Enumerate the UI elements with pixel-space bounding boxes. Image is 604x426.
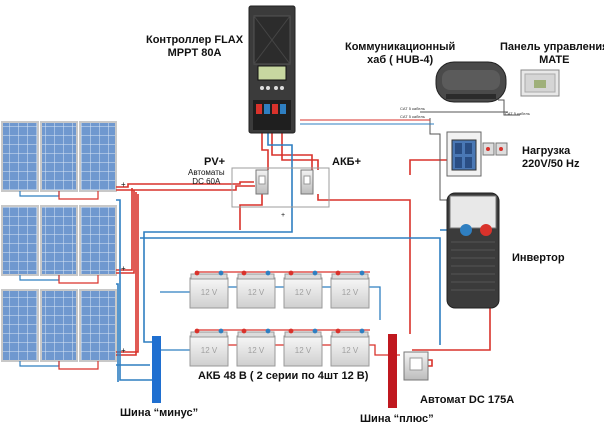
battery-breaker [403, 351, 429, 381]
battery-voltage-label: 12 V [295, 288, 312, 297]
plus-sign: + [121, 346, 126, 355]
battery: 12 V [189, 270, 229, 309]
battery-voltage-label: 12 V [201, 346, 218, 355]
battery: 12 V [236, 270, 276, 309]
solar-panel [40, 289, 78, 362]
solar-panel [40, 205, 78, 276]
pv-wiring [116, 181, 255, 382]
solar-panel [1, 289, 39, 362]
battery: 12 V [189, 328, 229, 367]
battery-voltage-label: 12 V [248, 288, 265, 297]
plus-sign: + [281, 212, 286, 219]
pv-breaker-box [231, 167, 330, 208]
akb-plus-label: АКБ+ [332, 156, 361, 168]
battery-voltage-label: 12 V [342, 288, 359, 297]
battery-voltage-label: 12 V [201, 288, 218, 297]
charge-controller [248, 5, 296, 134]
minus-bus-bar [152, 336, 161, 403]
breaker-label: Автомат DC 175A [420, 394, 515, 406]
plus-sign: + [121, 180, 126, 189]
load-panel [446, 131, 508, 177]
data-cables [300, 99, 520, 201]
solar-panel [79, 289, 117, 362]
solar-panel [1, 121, 39, 192]
battery-voltage-label: 12 V [295, 346, 312, 355]
inverter-label: Инвертор [512, 252, 565, 264]
plus-bus-label: Шина “плюс” [360, 413, 434, 425]
pv-plus-label: PV+ [204, 156, 226, 168]
cable-label: CAT 5 кабель [505, 111, 530, 116]
solar-array [1, 121, 117, 362]
battery: 12 V [330, 328, 370, 367]
inverter [446, 192, 500, 309]
battery: 12 V [283, 328, 323, 367]
battery: 12 V [236, 328, 276, 367]
cable-label: CAT 5 кабель [400, 114, 425, 119]
solar-panel [40, 121, 78, 192]
cable-label: CAT 5 кабель [400, 106, 425, 111]
solar-panel [1, 205, 39, 276]
plus-bus-bar [388, 334, 397, 408]
battery: 12 V [283, 270, 323, 309]
plus-sign: + [121, 264, 126, 273]
battery-bank: 12 V 12 V 12 V 12 V 12 V 12 V 12 V 12 V [189, 270, 370, 367]
battery-voltage-label: 12 V [342, 346, 359, 355]
solar-panel [79, 121, 117, 192]
minus-bus-label: Шина “минус” [120, 407, 199, 419]
mate-panel [520, 69, 560, 97]
battery: 12 V [330, 270, 370, 309]
communication-hub [435, 61, 507, 103]
battery-bank-label: АКБ 48 В ( 2 серии по 4шт 12 В) [198, 370, 369, 382]
panel-links [19, 191, 99, 370]
solar-panel [79, 205, 117, 276]
battery-voltage-label: 12 V [248, 346, 265, 355]
main-wiring [140, 133, 491, 367]
